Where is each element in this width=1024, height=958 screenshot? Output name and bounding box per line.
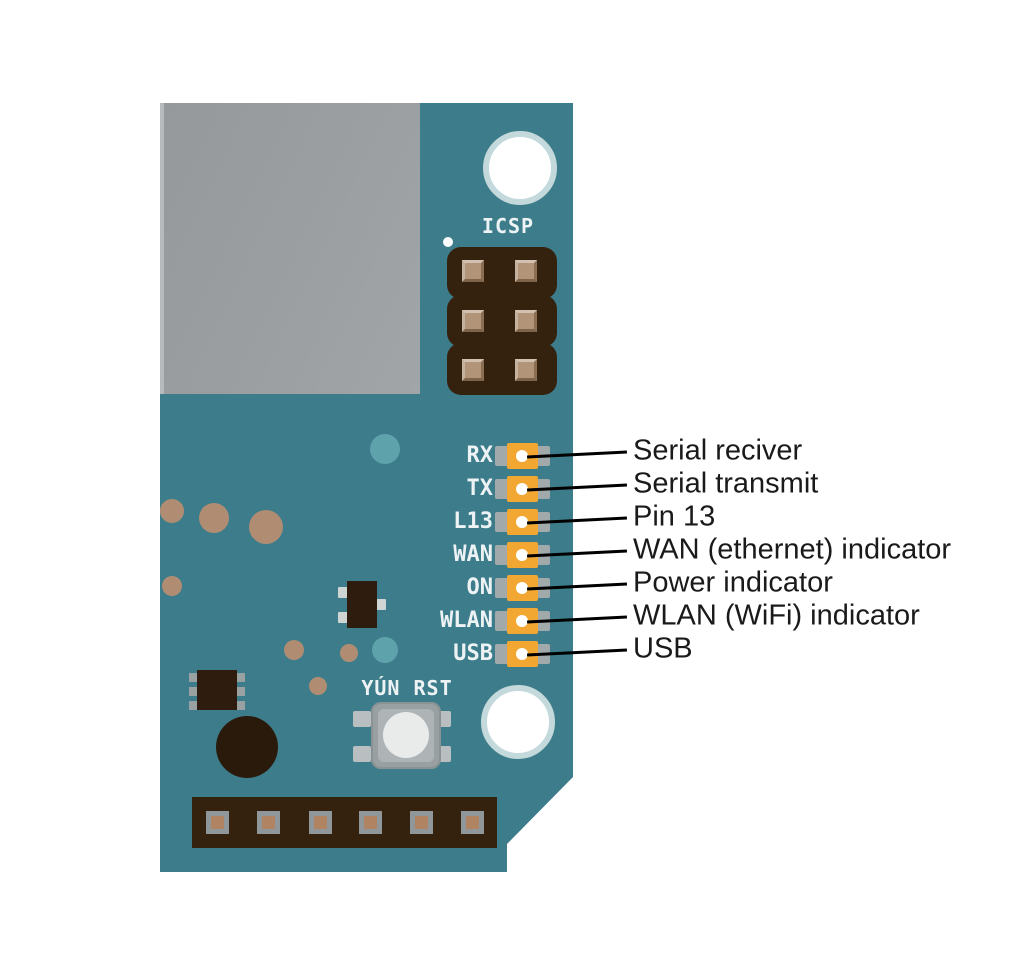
led-dot bbox=[516, 516, 528, 528]
led-l13 bbox=[495, 509, 550, 535]
header-pin bbox=[461, 811, 484, 834]
led-row-usb: USB USB bbox=[0, 633, 1024, 671]
led-row-wan: WAN WAN (ethernet) indicator bbox=[0, 534, 1024, 572]
led-wan bbox=[495, 542, 550, 568]
header-pin bbox=[206, 811, 229, 834]
led-dot bbox=[516, 582, 528, 594]
transistor-leg bbox=[376, 599, 386, 610]
ic-leg bbox=[237, 687, 245, 696]
led-cap bbox=[495, 578, 508, 598]
led-dot bbox=[516, 450, 528, 462]
icsp-pin1-dot bbox=[443, 237, 453, 247]
ic-leg bbox=[189, 687, 197, 696]
led-cap bbox=[495, 644, 508, 664]
led-silk-label: L13 bbox=[453, 509, 493, 534]
via-dot bbox=[249, 510, 283, 544]
header-pin bbox=[309, 811, 332, 834]
led-annotation: WAN (ethernet) indicator bbox=[633, 533, 952, 566]
header-pin bbox=[359, 811, 382, 834]
led-row-wlan: WLAN WLAN (WiFi) indicator bbox=[0, 600, 1024, 638]
led-silk-label: ON bbox=[466, 575, 494, 600]
via-dot bbox=[370, 434, 400, 464]
led-cap bbox=[495, 446, 508, 466]
ic-body bbox=[197, 670, 237, 710]
led-silk-label: WAN bbox=[453, 542, 493, 567]
led-silk-label: WLAN bbox=[440, 608, 493, 633]
via-dot bbox=[284, 640, 304, 660]
led-dot bbox=[516, 615, 528, 627]
led-annotation: Pin 13 bbox=[633, 500, 716, 533]
via-dot bbox=[340, 644, 358, 662]
led-annotation: USB bbox=[633, 632, 693, 665]
header-pin bbox=[410, 811, 433, 834]
led-cap bbox=[495, 611, 508, 631]
reset-button-cap bbox=[383, 712, 429, 758]
led-cap bbox=[495, 479, 508, 499]
led-annotation: WLAN (WiFi) indicator bbox=[633, 599, 920, 632]
led-silk-label: USB bbox=[453, 641, 493, 666]
ic-leg bbox=[237, 673, 245, 682]
led-dot bbox=[516, 648, 528, 660]
icsp-pin bbox=[462, 310, 484, 332]
transistor-leg bbox=[338, 587, 348, 598]
via-dot bbox=[372, 637, 398, 663]
ic-leg bbox=[189, 673, 197, 682]
via-dot bbox=[199, 503, 229, 533]
led-row-l13: L13 Pin 13 bbox=[0, 501, 1024, 539]
capacitor-circle bbox=[216, 716, 278, 778]
button-leg bbox=[353, 711, 371, 727]
led-on bbox=[495, 575, 550, 601]
ic-leg bbox=[237, 701, 245, 710]
led-usb bbox=[495, 641, 550, 667]
led-cap bbox=[495, 512, 508, 532]
icsp-header bbox=[447, 247, 557, 395]
via-dot bbox=[160, 499, 184, 523]
via-dot bbox=[309, 677, 327, 695]
transistor-leg bbox=[338, 612, 348, 623]
led-annotation: Serial transmit bbox=[633, 467, 819, 500]
ic-leg bbox=[189, 701, 197, 710]
icsp-pin bbox=[515, 359, 537, 381]
ethernet-shield bbox=[160, 103, 420, 394]
led-cap bbox=[495, 545, 508, 565]
icsp-label: ICSP bbox=[481, 214, 535, 238]
via-dot bbox=[162, 576, 182, 596]
header-pin bbox=[257, 811, 280, 834]
transistor-body bbox=[347, 581, 377, 628]
led-annotation: Serial reciver bbox=[633, 434, 803, 467]
mounting-hole-top bbox=[483, 131, 557, 205]
icsp-pin bbox=[462, 260, 484, 282]
led-dot bbox=[516, 549, 528, 561]
icsp-pin bbox=[515, 260, 537, 282]
led-row-tx: TX Serial transmit bbox=[0, 468, 1024, 506]
led-row-on: ON Power indicator bbox=[0, 567, 1024, 605]
led-dot bbox=[516, 483, 528, 495]
led-row-rx: RX Serial reciver bbox=[0, 435, 1024, 473]
mounting-hole-bottom bbox=[481, 685, 555, 759]
bottom-pin-header bbox=[192, 797, 497, 848]
led-annotation: Power indicator bbox=[633, 566, 833, 599]
button-leg bbox=[353, 746, 371, 762]
led-silk-label: TX bbox=[466, 476, 494, 501]
reset-button bbox=[371, 702, 441, 769]
icsp-pin bbox=[515, 310, 537, 332]
icsp-pin bbox=[462, 359, 484, 381]
led-silk-label: RX bbox=[466, 443, 494, 468]
reset-button-label: YÚN RST bbox=[361, 676, 453, 700]
